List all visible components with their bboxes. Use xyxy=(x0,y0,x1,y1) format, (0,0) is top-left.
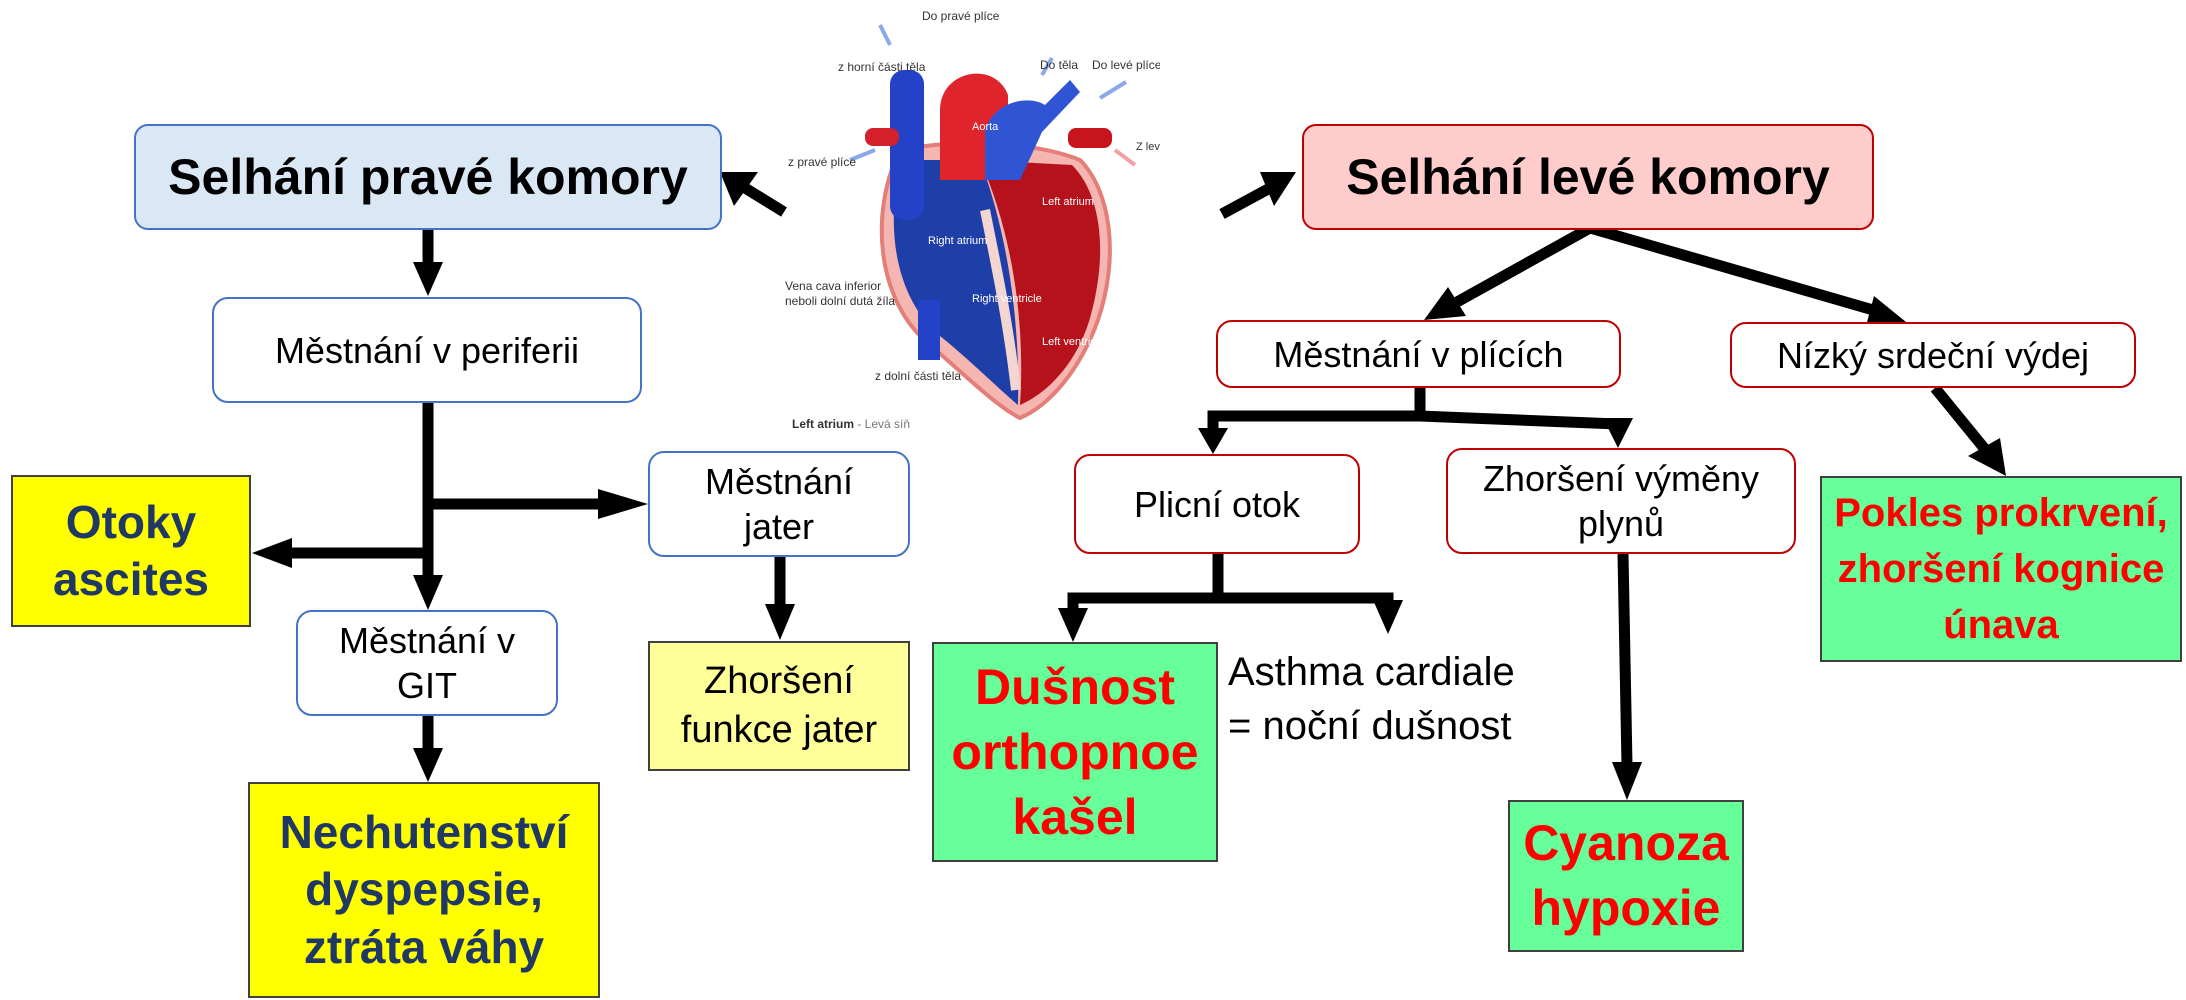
pulmonary-vein-shape xyxy=(1068,128,1112,148)
arrowhead-gas-to-cyanosis xyxy=(1612,762,1642,800)
node-pulmonary-edema: Plicní otok xyxy=(1074,454,1360,554)
text-asthma-cardiale: Asthma cardiale = noční dušnost xyxy=(1228,645,1515,753)
node-cyanosis-hypoxia: Cyanoza hypoxie xyxy=(1508,800,1744,952)
heart-illustration: Do pravé plíce z horní části těla Do těl… xyxy=(780,0,1160,440)
arrowhead-git-to-symptoms xyxy=(413,748,443,782)
arrowhead-trunk-to-liver xyxy=(598,489,648,519)
right-ventricle-failure-title: Selhání pravé komory xyxy=(134,124,722,230)
pulmonary-vein-left-shape xyxy=(865,128,899,146)
arrowhead-liver-to-dysfunction xyxy=(765,604,795,640)
arrowhead-edema-to-dyspnea xyxy=(1058,608,1088,642)
left-ventricle-failure-title: Selhání levé komory xyxy=(1302,124,1874,230)
heart-caption: Left atrium - Levá síň xyxy=(792,417,910,431)
label-vena-cava-inferior: Vena cava inferior neboli dolní dutá žíl… xyxy=(785,279,895,308)
node-dyspnea: Dušnost orthopnoe kašel xyxy=(932,642,1218,862)
superior-vena-cava-shape xyxy=(890,70,924,220)
connector-lungs-bar xyxy=(1213,416,1618,440)
label-right-ventricle: Right ventricle xyxy=(972,293,1042,305)
arrow-left-title-to-lungs xyxy=(1457,228,1590,302)
arrow-heart-to-right-title xyxy=(745,188,784,212)
arrowhead-trunk-to-edema xyxy=(252,538,292,568)
arrow-output-to-perfusion xyxy=(1935,388,1984,448)
node-liver-dysfunction: Zhoršení funkce jater xyxy=(648,641,910,771)
node-low-cardiac-output: Nízký srdeční výdej xyxy=(1730,322,2136,388)
node-edema-ascites: Otoky ascites xyxy=(11,475,251,627)
label-from-lower-body: z dolní části těla xyxy=(875,369,961,383)
label-right-atrium: Right atrium xyxy=(928,235,987,247)
connector-edema-bar xyxy=(1073,598,1388,617)
arrowhead-lungs-to-gas xyxy=(1603,418,1633,448)
node-liver-congestion: Městnání jater xyxy=(648,451,910,557)
arrowhead-lungs-to-edema xyxy=(1198,428,1228,454)
label-from-left-lung: Z levé plíce xyxy=(1136,141,1160,153)
node-perfusion-drop: Pokles prokrvení, zhoršení kognice únava xyxy=(1820,476,2182,662)
arrowhead-right-title-to-periphery xyxy=(413,262,443,296)
node-git-congestion: Městnání v GIT xyxy=(296,610,558,716)
label-left-atrium-inner: Left atrium xyxy=(1042,196,1094,208)
arrow-heart-to-left-title xyxy=(1222,188,1270,214)
node-congestion-periphery: Městnání v periferii xyxy=(212,297,642,403)
label-left-ventricle: Left ventricle xyxy=(1042,336,1104,348)
inferior-vena-cava-shape xyxy=(918,300,940,360)
arrow-left-title-to-output xyxy=(1590,228,1880,312)
arrowhead-trunk-to-git xyxy=(413,575,443,610)
node-git-symptoms: Nechutenství dyspepsie, ztráta váhy xyxy=(248,782,600,998)
label-from-right-lung: z pravé plíce xyxy=(788,155,856,169)
label-aorta: Aorta xyxy=(972,121,999,133)
label-to-body: Do těla xyxy=(1040,58,1078,72)
arrow-gas-to-cyanosis xyxy=(1623,554,1627,765)
node-gas-exchange: Zhoršení výměny plynů xyxy=(1446,448,1796,554)
label-to-left-lung: Do levé plíce xyxy=(1092,58,1160,72)
node-lung-congestion: Městnání v plících xyxy=(1216,320,1621,388)
label-from-upper-body: z horní části těla xyxy=(838,60,926,74)
label-to-right-lung: Do pravé plíce xyxy=(922,9,1000,23)
arrowhead-edema-to-asthma xyxy=(1373,600,1403,634)
